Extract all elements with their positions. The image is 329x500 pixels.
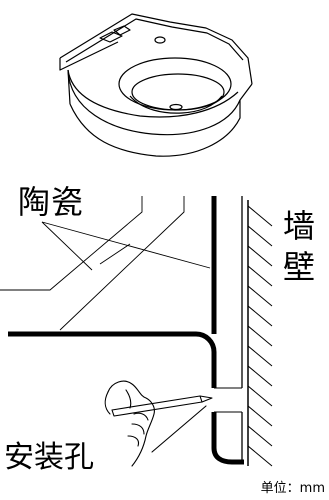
- ceramic-section: [8, 196, 244, 465]
- pencil-tip: [199, 395, 213, 403]
- label-wall-char-2: 壁: [282, 248, 315, 286]
- label-ceramic: 陶瓷: [18, 183, 85, 221]
- basin-tap-hole: [154, 36, 166, 44]
- hand-pencil-illustration: [104, 380, 213, 467]
- basin-slot-2: [113, 25, 131, 36]
- basin-slot: [99, 31, 123, 43]
- label-unit: 单位：mm: [260, 481, 325, 496]
- label-install-hole: 安装孔: [4, 440, 94, 475]
- basin-front-rim: [67, 69, 239, 118]
- basin-bowl-depth: [129, 95, 223, 114]
- basin-illustration: [59, 13, 253, 157]
- wall-hatching: [247, 200, 273, 467]
- leader-lines: [0, 196, 211, 331]
- basin-side-left: [67, 69, 71, 105]
- pencil-body: [111, 395, 203, 417]
- basin-bottom-curve: [69, 100, 241, 157]
- basin-outer-body: [67, 69, 253, 136]
- basin-drain: [169, 103, 183, 111]
- hand-outline: [107, 380, 155, 467]
- basin-top-deck: [59, 13, 253, 85]
- basin-back-edge: [59, 41, 119, 71]
- label-wall: 墙 壁: [281, 206, 317, 288]
- label-wall-char-1: 墙: [282, 207, 315, 245]
- ceramic-leader-1: [41, 221, 211, 269]
